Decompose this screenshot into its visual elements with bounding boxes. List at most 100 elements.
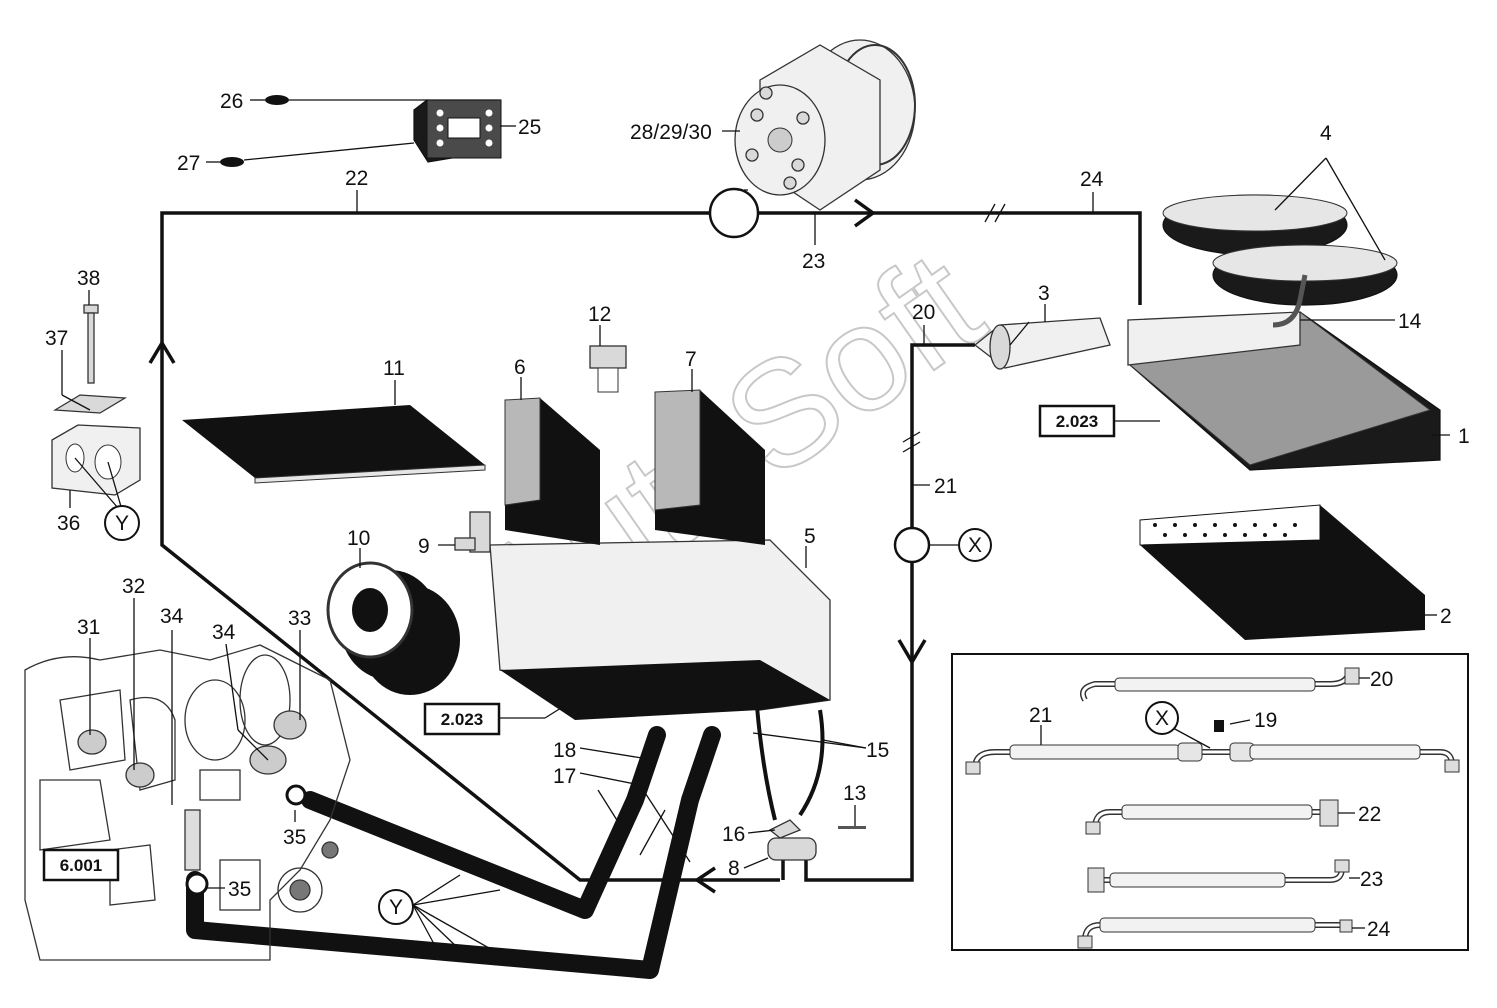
inset-hose-24 (1077, 917, 1353, 949)
condenser-1 (1127, 311, 1441, 471)
control-panel-25 (413, 99, 502, 163)
callout-37: 37 (45, 327, 68, 350)
valve-12 (589, 345, 627, 393)
callout-34-a: 34 (160, 605, 184, 628)
blower-10 (326, 561, 460, 695)
callout-13: 13 (843, 782, 866, 805)
receiver-drier-3 (973, 317, 1111, 370)
callout-12: 12 (588, 303, 611, 326)
flow-arrow-down (897, 639, 927, 666)
callout-34-b: 34 (212, 621, 236, 644)
callout-7: 7 (685, 348, 697, 371)
condenser-fan-4 (1162, 194, 1398, 306)
compressor-junction-circle (708, 187, 760, 239)
ref-heater-text: 2.023 (441, 710, 484, 729)
hose-15b (798, 709, 825, 817)
svg-text:X: X (1155, 707, 1169, 730)
marker-y-clamp: Y (104, 505, 140, 541)
callout-15: 15 (866, 739, 889, 762)
plate-37 (52, 394, 128, 414)
ref-engine-text: 6.001 (60, 856, 103, 875)
callout-10: 10 (347, 527, 370, 550)
callout-3: 3 (1038, 282, 1050, 305)
callout-32: 32 (122, 575, 145, 598)
callout-11: 11 (383, 357, 405, 380)
callout-24: 24 (1080, 168, 1104, 191)
ref-box-engine[interactable]: 6.001 (42, 848, 120, 882)
bolt-38 (83, 304, 99, 384)
ref-box-cab-filter[interactable]: 2.023 (1038, 404, 1116, 438)
bracket-16 (768, 819, 802, 839)
callout-28-29-30: 28/29/30 (630, 121, 712, 144)
engine-block (24, 644, 351, 961)
callout-20-inset: 20 (1370, 668, 1393, 691)
marker-x-inset: X (1145, 701, 1179, 735)
pipe-14 (1272, 274, 1308, 328)
refrigerant-circuit (148, 187, 1142, 894)
callout-22: 22 (345, 167, 368, 190)
callout-38: 38 (77, 267, 100, 290)
knob-26 (265, 95, 289, 105)
callout-5: 5 (804, 525, 816, 548)
marker-x: X (958, 528, 992, 562)
callout-4: 4 (1320, 122, 1332, 145)
ref-box-heater[interactable]: 2.023 (423, 702, 501, 736)
callout-19: 19 (1254, 709, 1277, 732)
callout-20: 20 (912, 301, 935, 324)
o-ring-19 (1214, 720, 1224, 732)
inset-hose-20 (1080, 667, 1360, 702)
inset-hose-23 (1087, 859, 1350, 893)
heater-box-5 (489, 539, 831, 720)
clip-13 (838, 826, 866, 829)
callout-36: 36 (57, 512, 80, 535)
flow-arrow-up (148, 339, 176, 364)
callout-21: 21 (934, 475, 957, 498)
callout-25: 25 (518, 116, 541, 139)
hose-15a (753, 679, 777, 821)
knob-27 (220, 157, 244, 167)
callout-31: 31 (77, 616, 100, 639)
compressor-28-30 (734, 39, 916, 211)
inset-hose-21 (965, 742, 1460, 775)
flow-arrow-left (693, 866, 716, 894)
svg-text:Y: Y (389, 896, 403, 919)
water-tap-9 (454, 511, 491, 553)
valve-8 (767, 837, 817, 861)
callout-14: 14 (1398, 310, 1422, 333)
callout-16: 16 (722, 823, 745, 846)
svg-text:Y: Y (115, 512, 129, 535)
callout-1: 1 (1458, 425, 1470, 448)
inset-hose-22 (1085, 799, 1339, 835)
callout-labels: 1 2 3 4 5 6 7 8 9 10 11 12 13 14 15 16 1… (45, 90, 1470, 941)
heater-core-6 (504, 397, 600, 545)
callout-21-inset: 21 (1029, 704, 1052, 727)
hose-18 (301, 726, 666, 919)
svg-text:X: X (968, 534, 982, 557)
hose-inset-panel (951, 653, 1469, 951)
evaporator-2 (1139, 504, 1425, 640)
heater-core-7 (654, 389, 765, 545)
callout-22-inset: 22 (1358, 803, 1381, 826)
callout-23: 23 (802, 250, 825, 273)
callout-23-inset: 23 (1360, 868, 1383, 891)
callout-18: 18 (553, 739, 576, 762)
callout-24-inset: 24 (1367, 918, 1391, 941)
callout-35-a: 35 (283, 826, 306, 849)
callout-33: 33 (288, 607, 311, 630)
ref-cab-filter-text: 2.023 (1056, 412, 1099, 431)
callout-9: 9 (418, 535, 430, 558)
callout-35-b: 35 (228, 878, 251, 901)
filter-11 (182, 405, 486, 484)
hose-clamp-35-lower (185, 872, 209, 896)
flow-arrow-right (853, 198, 876, 228)
hose-17 (186, 726, 721, 979)
clamp-bracket-36 (51, 424, 141, 496)
marker-y: Y (378, 889, 414, 925)
callout-2: 2 (1440, 605, 1452, 628)
callout-17: 17 (553, 765, 576, 788)
callout-8: 8 (728, 857, 740, 880)
callout-27: 27 (177, 152, 200, 175)
x-junction-circle (893, 526, 931, 564)
callout-26: 26 (220, 90, 243, 113)
